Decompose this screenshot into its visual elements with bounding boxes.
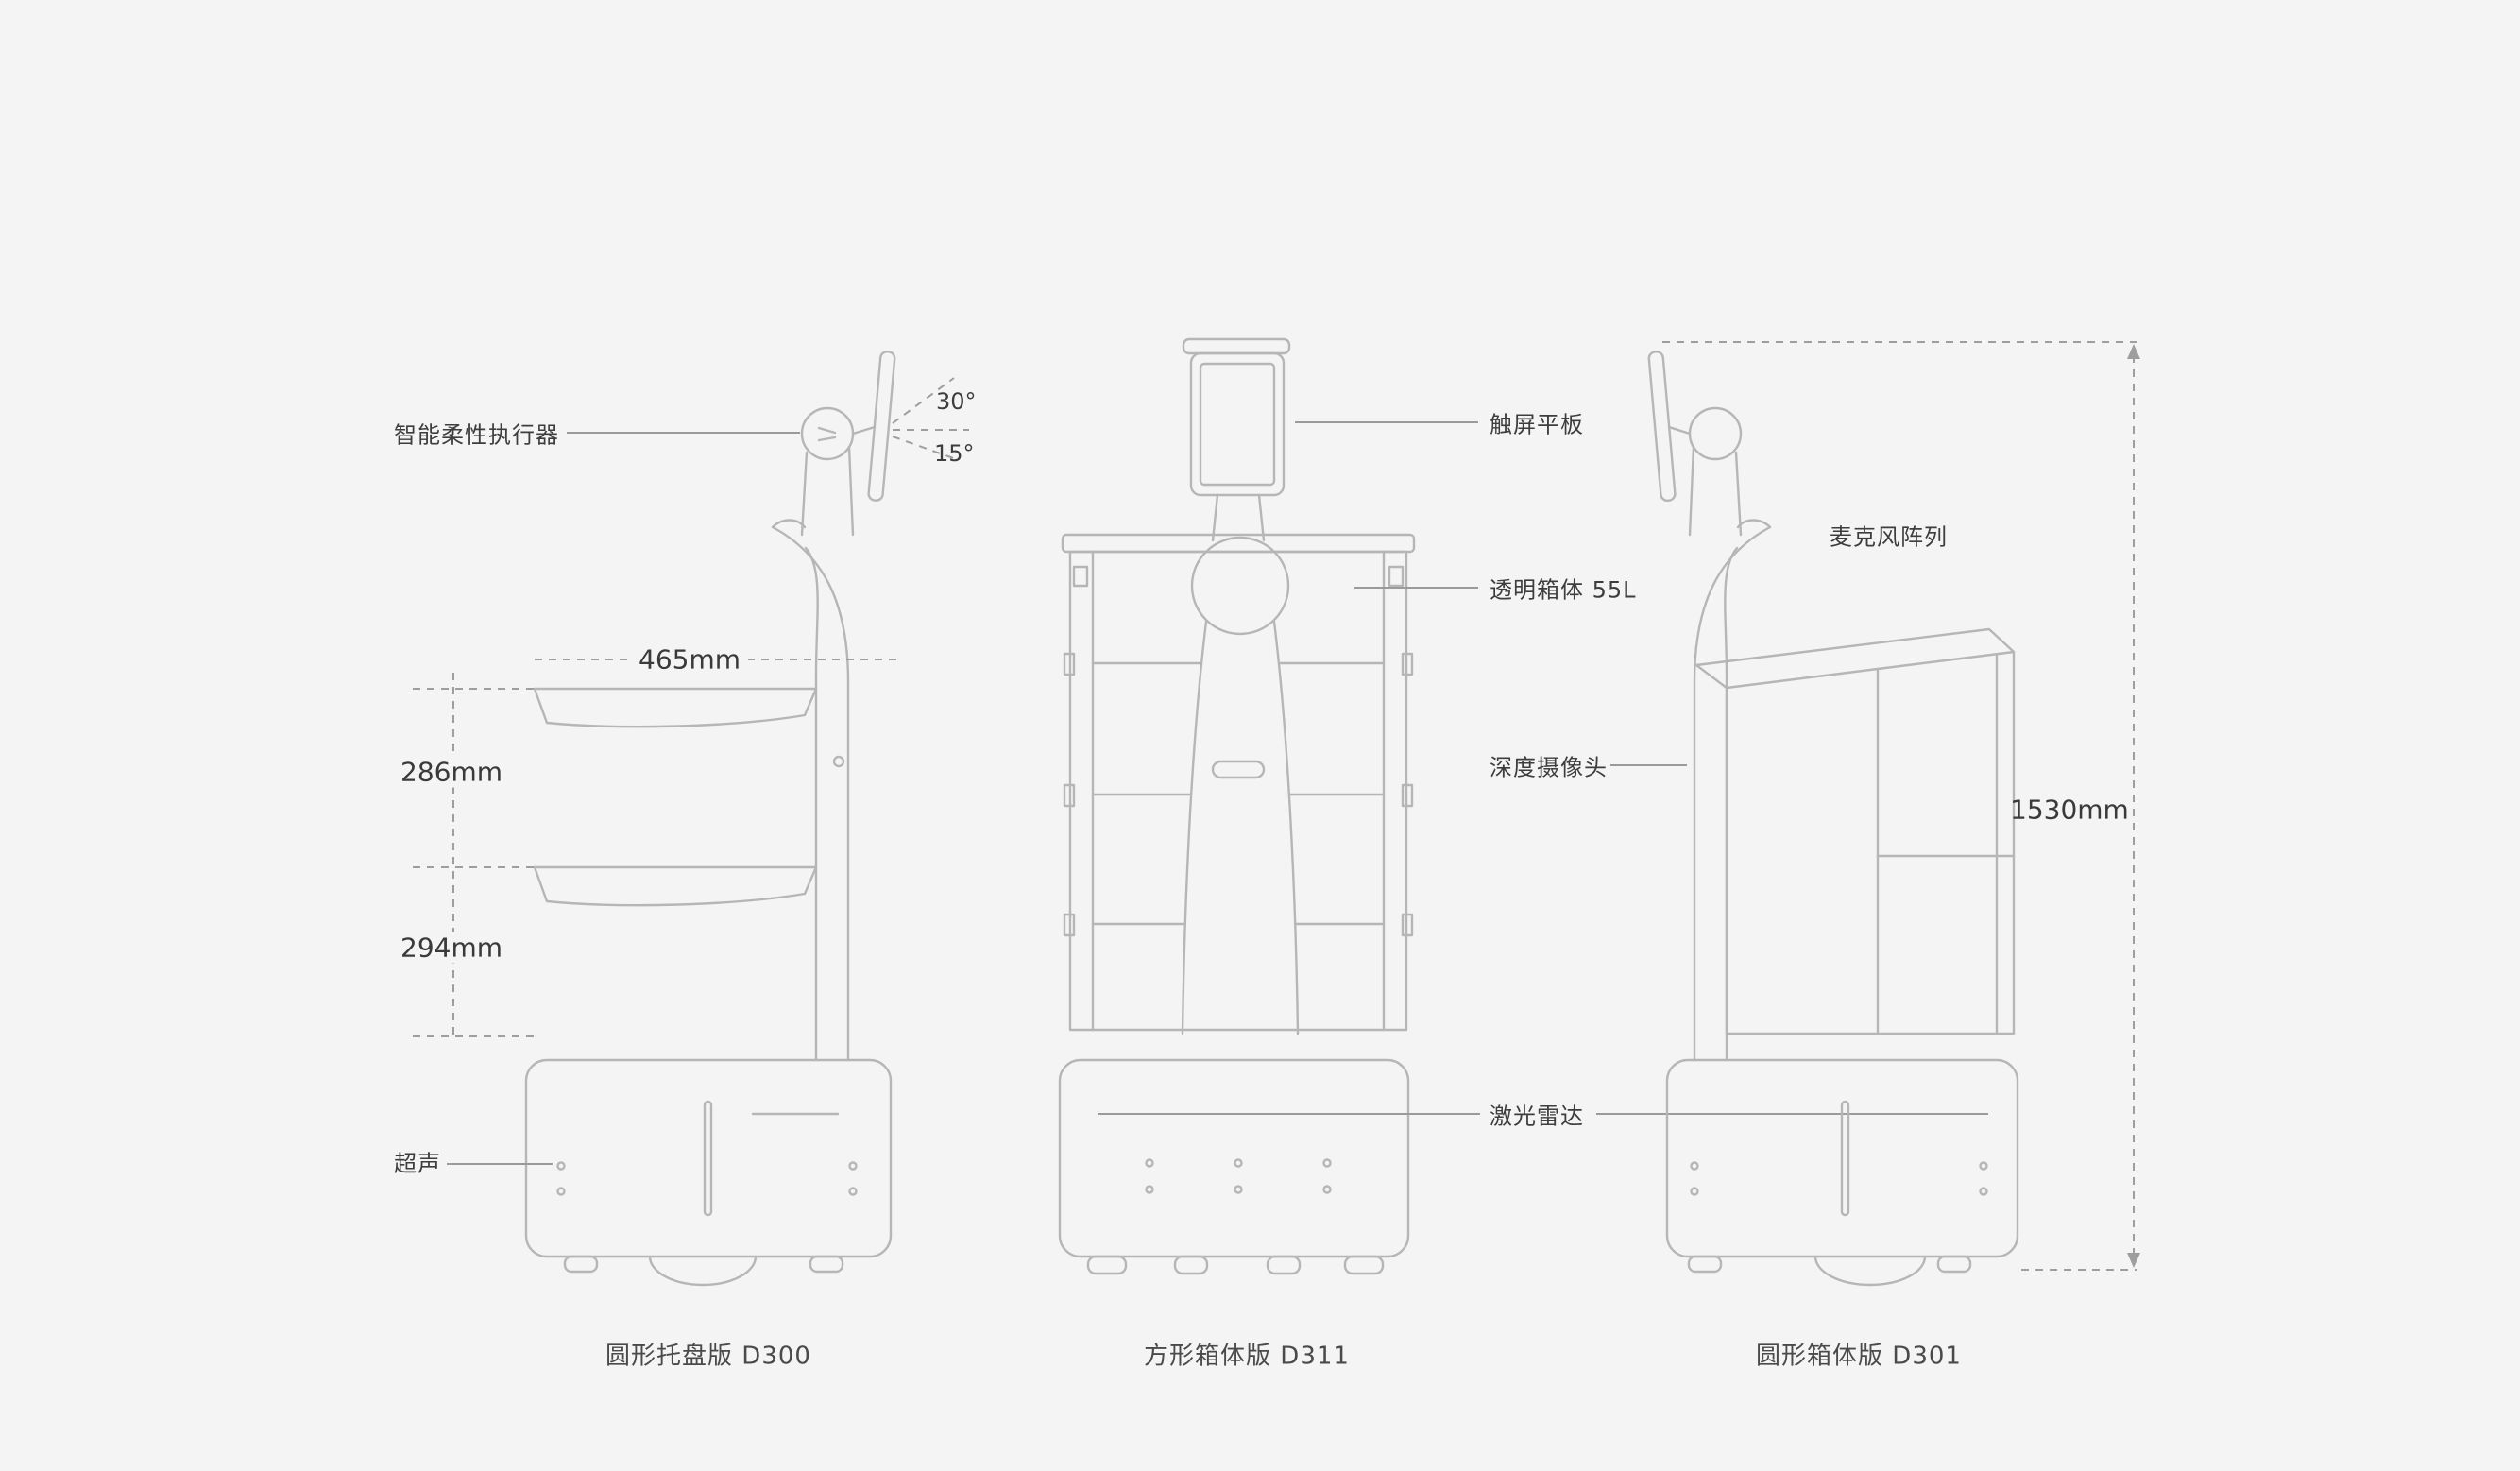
label-cabinet: 透明箱体 55L xyxy=(1490,576,1637,604)
d301-dimension-arrows xyxy=(2127,344,2140,1268)
d301-wheels-icon xyxy=(1687,1255,1972,1287)
d311-neck-collar xyxy=(1190,536,1290,636)
d301-screen-icon xyxy=(1647,351,1677,503)
d300-screen-icon xyxy=(867,350,896,502)
d300-tray-upper xyxy=(533,687,818,728)
d301-cabinet-lid xyxy=(1694,627,2016,690)
label-ultrasonic: 超声 xyxy=(394,1150,441,1177)
dim-width-465: 465mm xyxy=(631,643,748,676)
caption-d300: 圆形托盘版 D300 xyxy=(605,1342,811,1371)
d311-cabinet xyxy=(1068,550,1408,1032)
d301-dimension-lines xyxy=(1662,341,2137,1271)
label-depth-camera: 深度摄像头 xyxy=(1490,754,1608,781)
d311-tablet-topbar xyxy=(1182,337,1291,355)
label-lidar: 激光雷达 xyxy=(1490,1103,1584,1130)
d311-tablet xyxy=(1189,351,1286,497)
label-tablet: 触屏平板 xyxy=(1490,411,1584,438)
d300-head-icon xyxy=(800,406,855,461)
d311-base xyxy=(1058,1058,1410,1258)
d300-base xyxy=(524,1058,893,1258)
d300-angle-lines xyxy=(892,377,969,461)
caption-d311: 方形箱体版 D311 xyxy=(1144,1342,1350,1371)
d311-wheels-icon xyxy=(1086,1255,1385,1275)
d300-tray-lower xyxy=(533,865,818,907)
d301-base xyxy=(1665,1058,2019,1258)
d301-head-icon xyxy=(1688,406,1743,461)
robot-d301-drawing xyxy=(1647,351,2019,1287)
dim-shelf-294: 294mm xyxy=(393,932,510,964)
d300-dimension-lines xyxy=(413,659,902,1039)
d300-leader-lines xyxy=(447,432,800,1165)
label-angle-15: 15° xyxy=(934,440,975,467)
d311-leader-lines xyxy=(1098,421,1988,1115)
label-angle-30: 30° xyxy=(936,388,977,415)
label-microphone: 麦克风阵列 xyxy=(1830,523,1948,551)
robot-d300-drawing xyxy=(524,350,896,1287)
caption-d301: 圆形箱体版 D301 xyxy=(1756,1342,1962,1371)
dim-shelf-286: 286mm xyxy=(393,756,510,788)
d300-wheels-icon xyxy=(563,1255,844,1287)
d311-handle-icon xyxy=(1211,760,1266,779)
robot-d311-drawing xyxy=(1058,337,1416,1275)
dim-height-1530: 1530mm xyxy=(2010,794,2129,826)
label-actuator: 智能柔性执行器 xyxy=(394,421,559,449)
d301-cabinet xyxy=(1725,650,2016,1035)
